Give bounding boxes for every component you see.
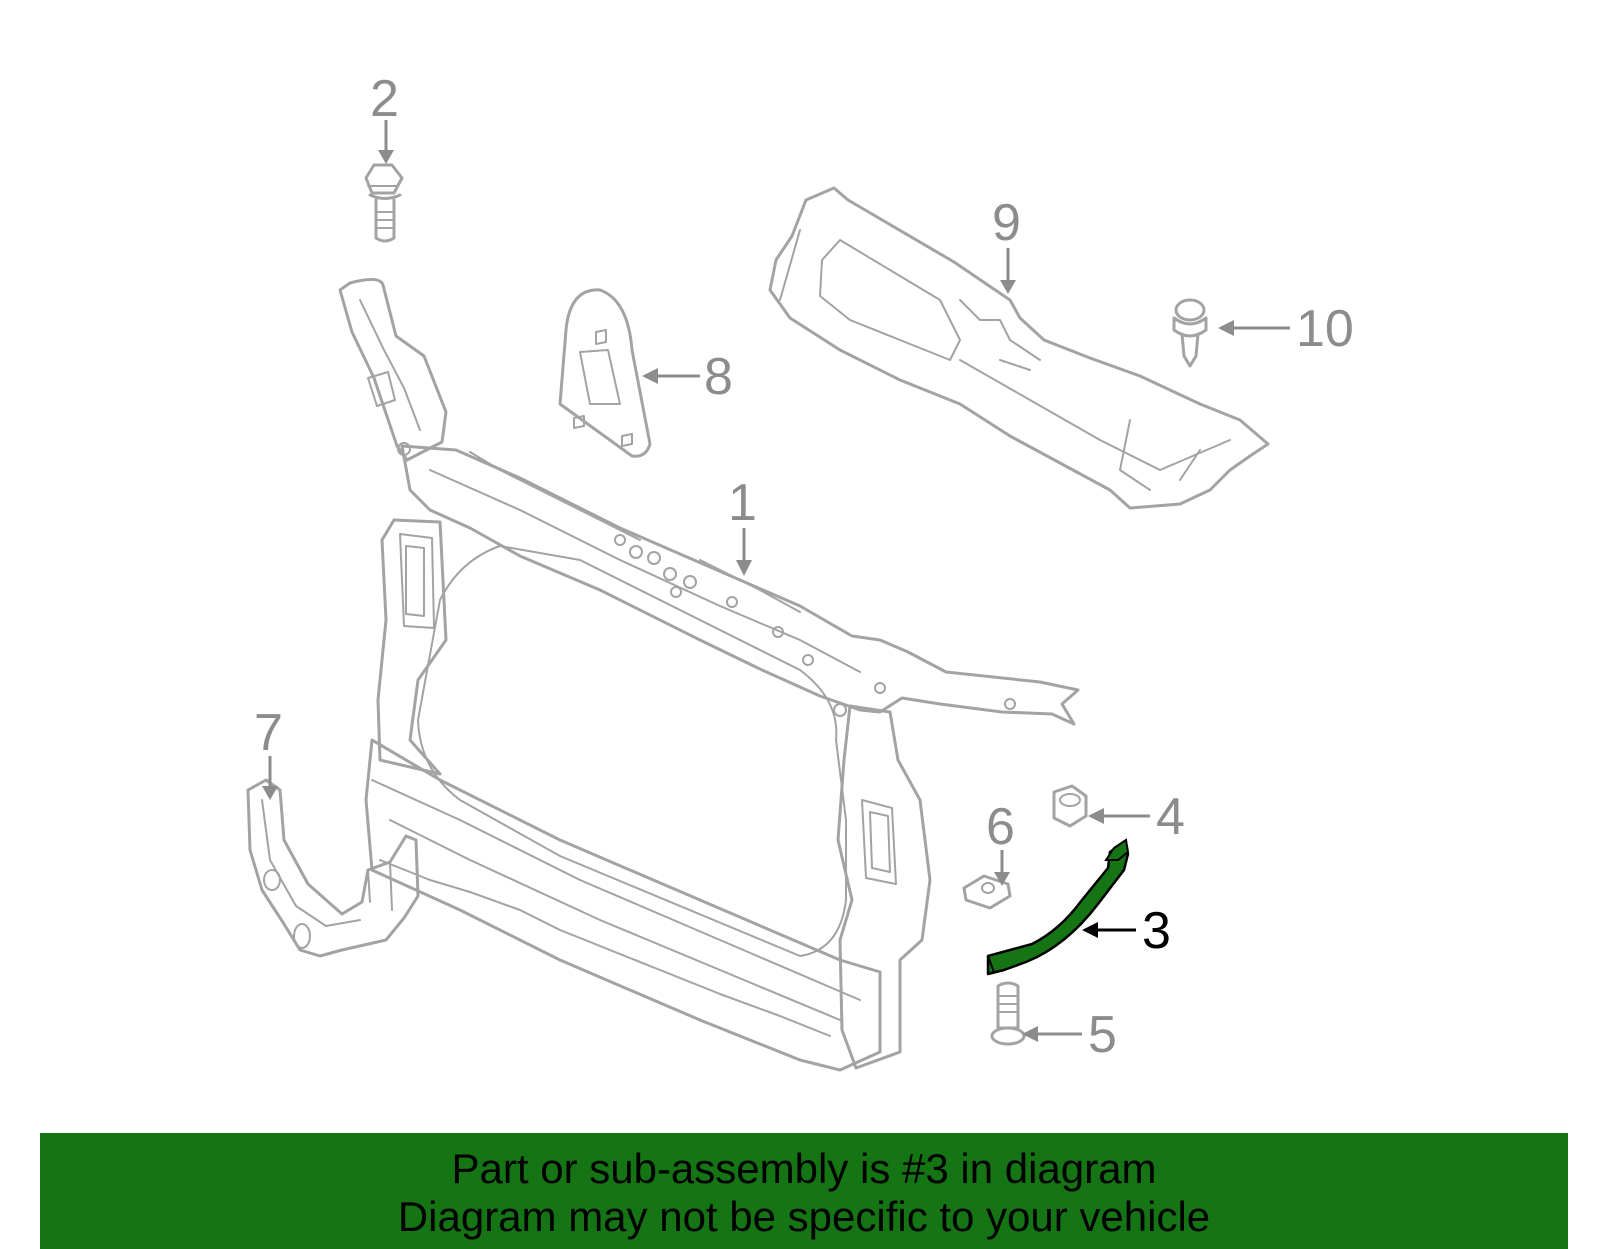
part-5-bolt[interactable] bbox=[990, 981, 1026, 1046]
callout-5: 5 bbox=[1022, 1006, 1117, 1064]
callout-5-label: 5 bbox=[1088, 1006, 1117, 1064]
part-1-radiator-support[interactable] bbox=[338, 278, 1080, 1072]
callout-4: 4 bbox=[1088, 788, 1185, 846]
callout-10-label: 10 bbox=[1296, 300, 1354, 358]
part-7-lower-bracket[interactable] bbox=[246, 778, 420, 958]
callout-3-label: 3 bbox=[1142, 902, 1171, 960]
part-4-nut[interactable] bbox=[1052, 784, 1088, 828]
footer-line-disclaimer: Diagram may not be specific to your vehi… bbox=[397, 1193, 1211, 1240]
callout-8: 8 bbox=[642, 348, 733, 406]
footer-banner: Part or sub-assembly is #3 in diagram Di… bbox=[40, 1133, 1568, 1249]
callout-8-label: 8 bbox=[704, 348, 733, 406]
part-8-pad[interactable] bbox=[558, 288, 652, 458]
part-2-bolt[interactable] bbox=[364, 163, 404, 243]
footer-line-part-info: Part or sub-assembly is #3 in diagram bbox=[451, 1145, 1157, 1192]
part-6-clip-nut[interactable] bbox=[962, 874, 1012, 910]
callout-4-label: 4 bbox=[1156, 788, 1185, 846]
callout-10: 10 bbox=[1218, 300, 1354, 358]
callout-2: 2 bbox=[370, 70, 399, 164]
callout-7-label: 7 bbox=[254, 704, 283, 762]
exploded-parts-diagram: 1 2 3 4 5 6 bbox=[246, 70, 1354, 1072]
callout-7: 7 bbox=[254, 704, 283, 800]
callout-6: 6 bbox=[986, 798, 1015, 886]
callout-1-label: 1 bbox=[728, 474, 757, 532]
callout-6-label: 6 bbox=[986, 798, 1015, 856]
callout-3: 3 bbox=[1082, 902, 1171, 960]
part-3-reinforcement-highlighted[interactable] bbox=[986, 838, 1130, 976]
part-9-air-deflector[interactable] bbox=[768, 186, 1270, 510]
part-10-push-clip[interactable] bbox=[1172, 298, 1208, 368]
callout-9-label: 9 bbox=[992, 194, 1021, 252]
callout-1: 1 bbox=[728, 474, 757, 576]
callout-9: 9 bbox=[992, 194, 1021, 294]
callout-2-label: 2 bbox=[370, 70, 399, 128]
